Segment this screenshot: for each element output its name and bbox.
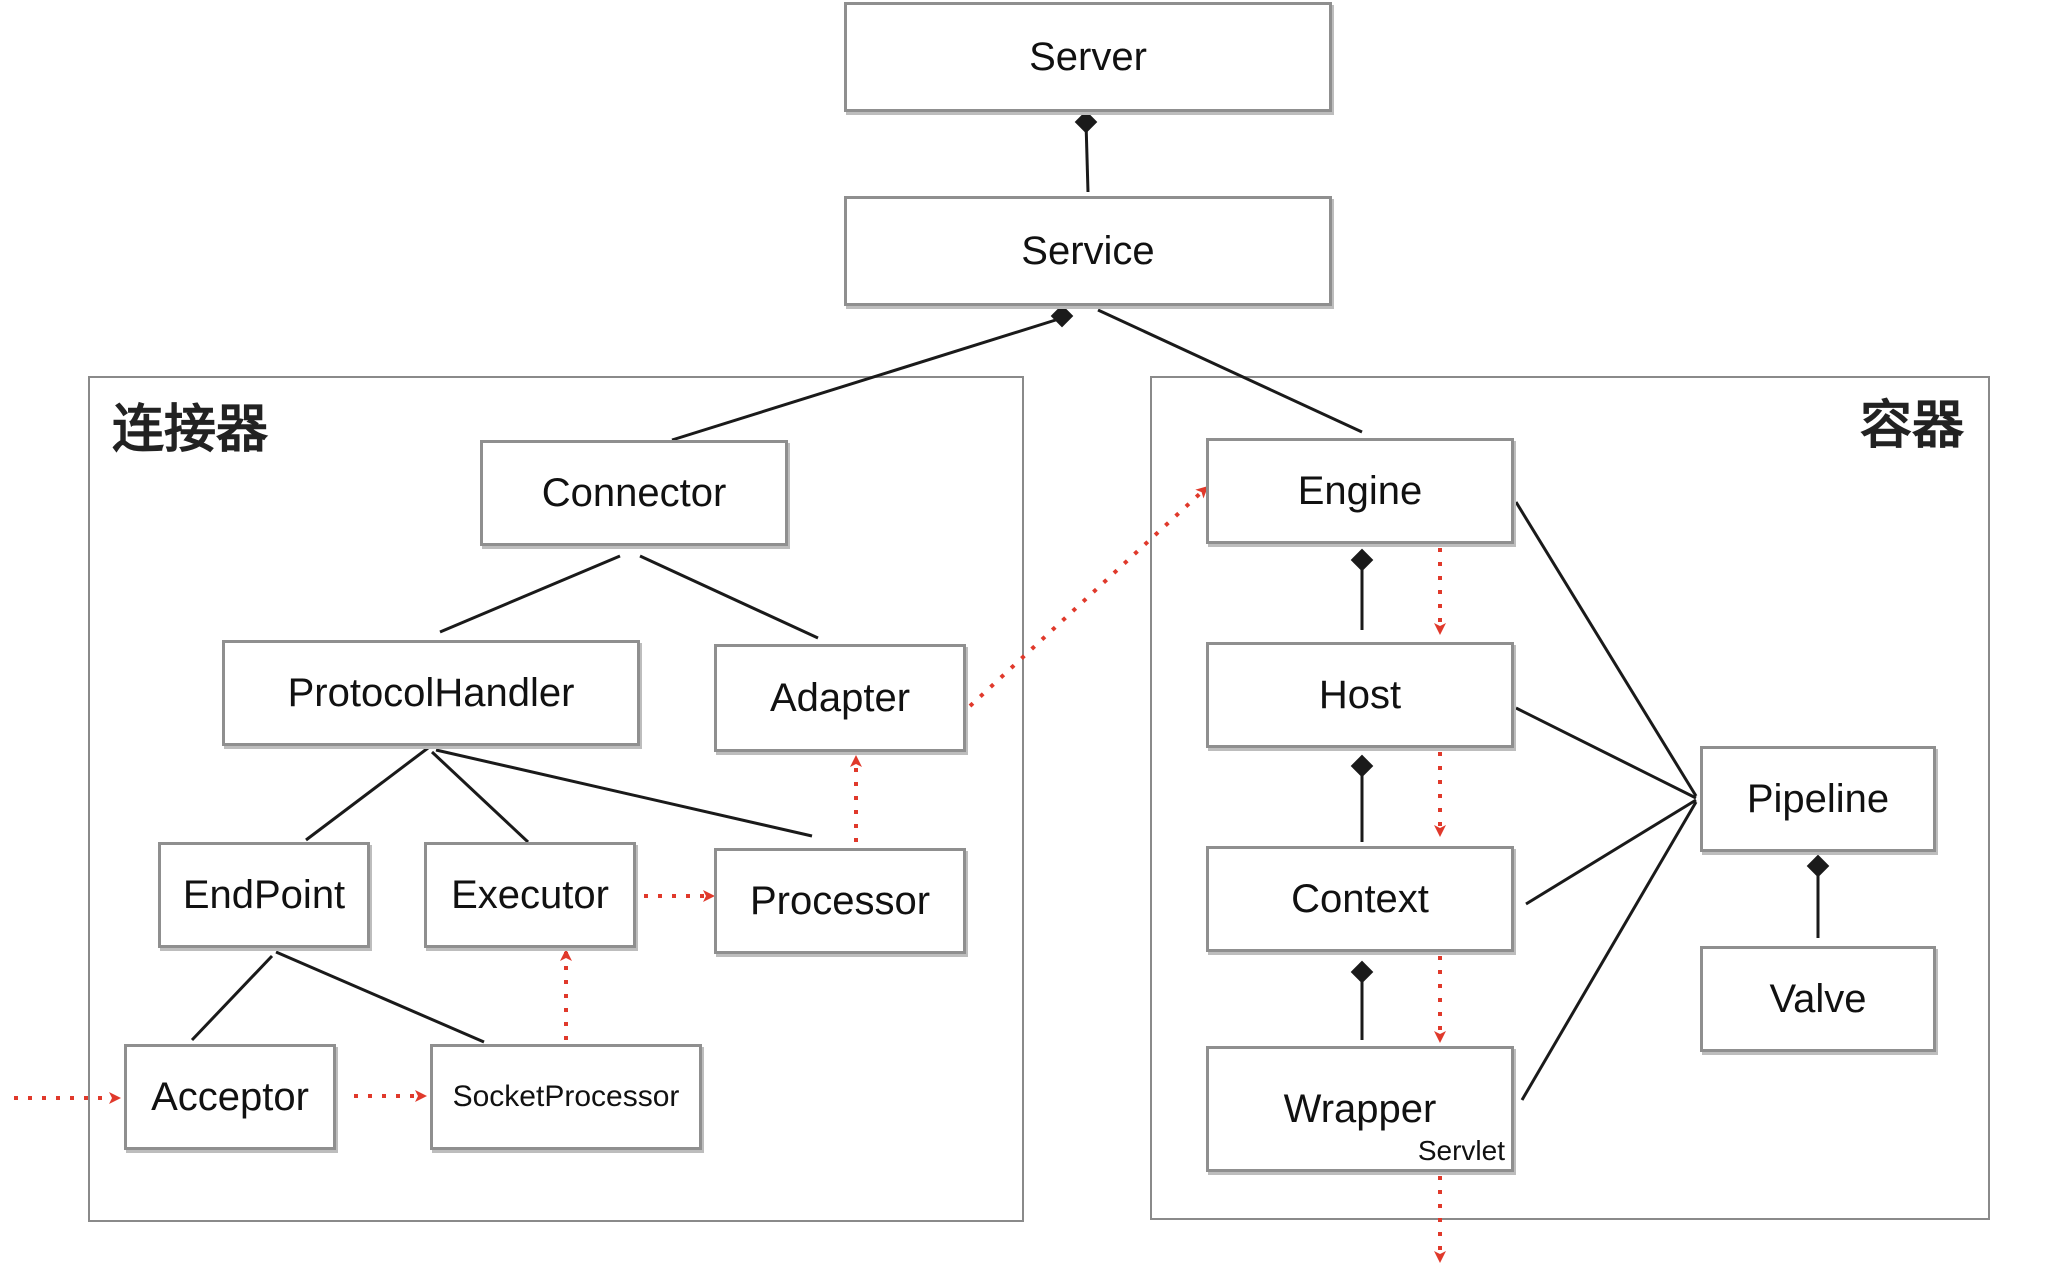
connector-protocolhandler-link [439, 554, 621, 634]
endpoint-node[interactable]: EndPoint [158, 842, 370, 948]
container-group-label: 容器 [1860, 396, 1965, 456]
processor-node[interactable]: Processor [714, 848, 966, 954]
engine-diamond-icon [1350, 548, 1374, 572]
wrapper-label: Wrapper [1283, 1086, 1437, 1131]
connector-node[interactable]: Connector [480, 440, 788, 546]
engine-node[interactable]: Engine [1206, 438, 1514, 544]
container-group [1150, 376, 1990, 1220]
protocolhandler-executor-link [430, 750, 530, 844]
host-diamond-icon [1350, 754, 1374, 778]
wrapper-node[interactable]: Wrapper Servlet [1206, 1046, 1514, 1172]
servlet-label: Servlet [1417, 1135, 1505, 1166]
executor-node[interactable]: Executor [424, 842, 636, 948]
pipeline-node[interactable]: Pipeline [1700, 746, 1936, 852]
acceptor-node[interactable]: Acceptor [124, 1044, 336, 1150]
context-pipeline-link [1525, 798, 1697, 906]
endpoint-acceptor-link [190, 954, 274, 1042]
server-diamond-icon [1074, 110, 1098, 134]
service-engine-link [1097, 308, 1363, 434]
adapter-engine-arrow [968, 485, 1209, 708]
engine-pipeline-link [1514, 501, 1698, 797]
wrapper-pipeline-link [1520, 801, 1698, 1101]
connector-adapter-link [639, 554, 819, 640]
context-diamond-icon [1350, 960, 1374, 984]
service-connector-link [671, 316, 1063, 442]
adapter-node[interactable]: Adapter [714, 644, 966, 752]
connector-group [88, 376, 1024, 1222]
host-pipeline-link [1515, 706, 1697, 800]
connector-group-label: 连接器 [112, 400, 269, 460]
endpoint-socketprocessor-link [275, 950, 485, 1044]
context-node[interactable]: Context [1206, 846, 1514, 952]
host-node[interactable]: Host [1206, 642, 1514, 748]
service-node[interactable]: Service [844, 196, 1332, 306]
server-node[interactable]: Server [844, 2, 1332, 112]
valve-node[interactable]: Valve [1700, 946, 1936, 1052]
protocolhandler-endpoint-link [305, 746, 429, 842]
pipeline-diamond-icon [1806, 854, 1830, 878]
server-service-link [1084, 121, 1090, 193]
protocolhandler-node[interactable]: ProtocolHandler [222, 640, 640, 746]
protocolhandler-processor-link [435, 748, 813, 838]
service-diamond-icon [1050, 304, 1074, 328]
socketprocessor-node[interactable]: SocketProcessor [430, 1044, 702, 1150]
